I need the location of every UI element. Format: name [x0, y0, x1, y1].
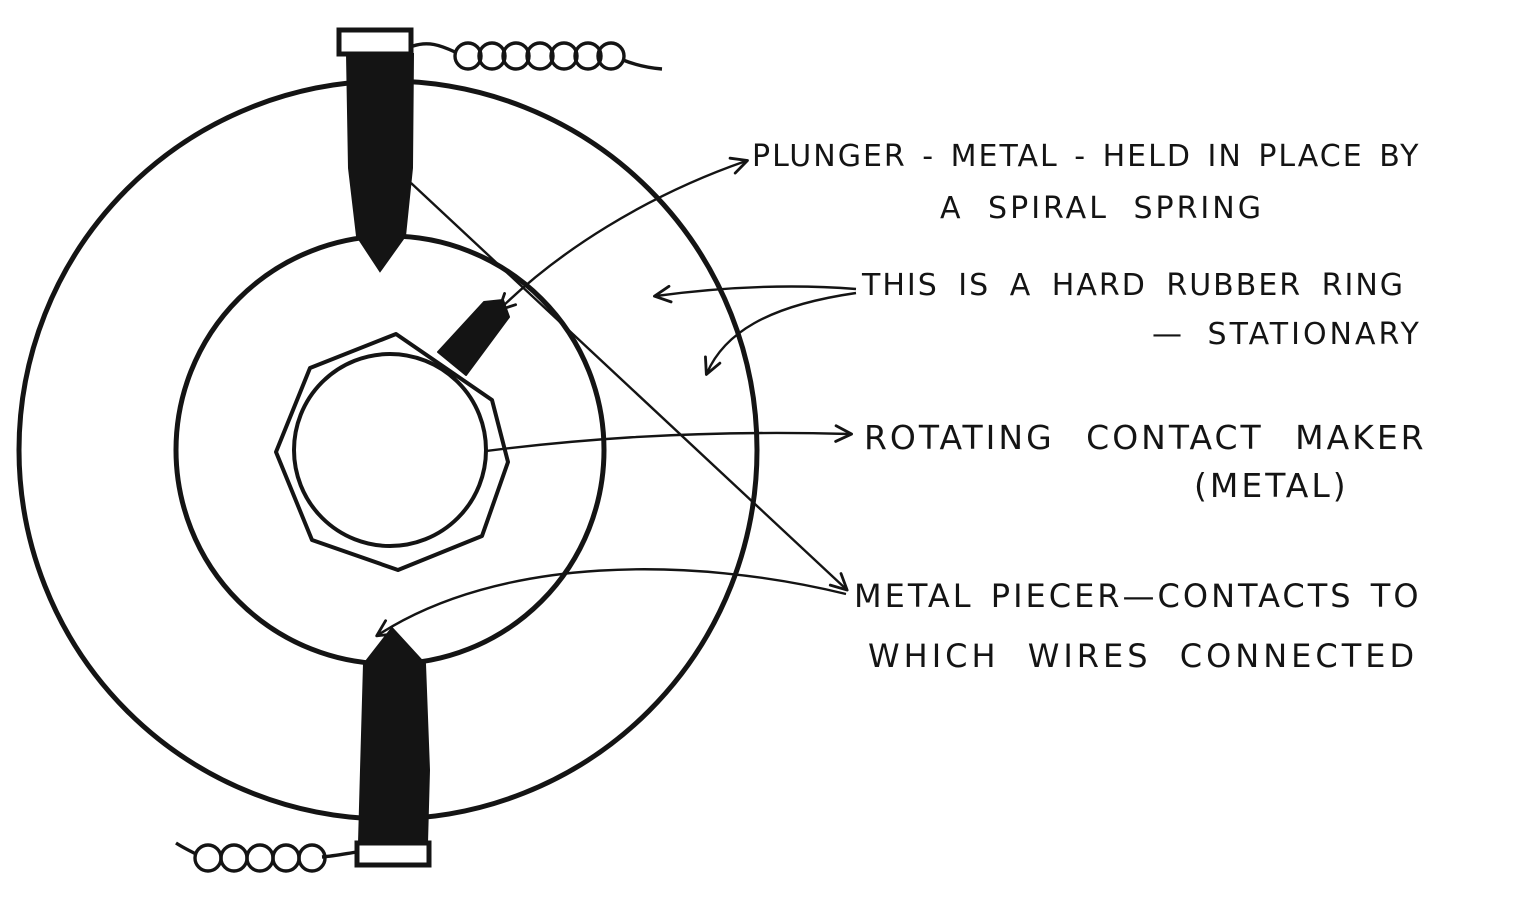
label-metal-pieces-line2: WHICH WIRES CONNECTED: [868, 637, 1419, 675]
bottom-contact-cap: [354, 840, 432, 868]
label-plunger-line2: A SPIRAL SPRING: [940, 191, 1264, 226]
leader-metal-piece-top: [410, 182, 849, 592]
cam-finger: [437, 299, 510, 376]
label-contact-maker-line1: ROTATING CONTACT MAKER: [864, 418, 1427, 457]
cam-outline: [274, 332, 510, 572]
label-contact-maker-line2: (METAL): [1194, 466, 1349, 505]
plunger-body: [345, 53, 415, 273]
plunger-cap: [336, 27, 414, 57]
leader-rubber-ring-lower: [704, 291, 857, 376]
leader-plunger-label: [497, 156, 749, 312]
contact-maker-circle: [292, 352, 488, 548]
top-spring-coil: [412, 41, 663, 71]
label-metal-pieces-line1: METAL PIECER—CONTACTS TO: [854, 577, 1422, 615]
label-rubber-ring-line1: THIS IS A HARD RUBBER RING: [862, 268, 1406, 303]
leader-metal-piece-bottom: [375, 568, 847, 638]
bottom-spring-coil: [175, 841, 358, 873]
label-plunger-line1: PLUNGER - METAL - HELD IN PLACE BY: [752, 139, 1421, 174]
bottom-contact-body: [357, 626, 431, 844]
label-rubber-ring-line2: — STATIONARY: [1152, 317, 1422, 352]
leader-rubber-ring-upper: [653, 284, 857, 304]
